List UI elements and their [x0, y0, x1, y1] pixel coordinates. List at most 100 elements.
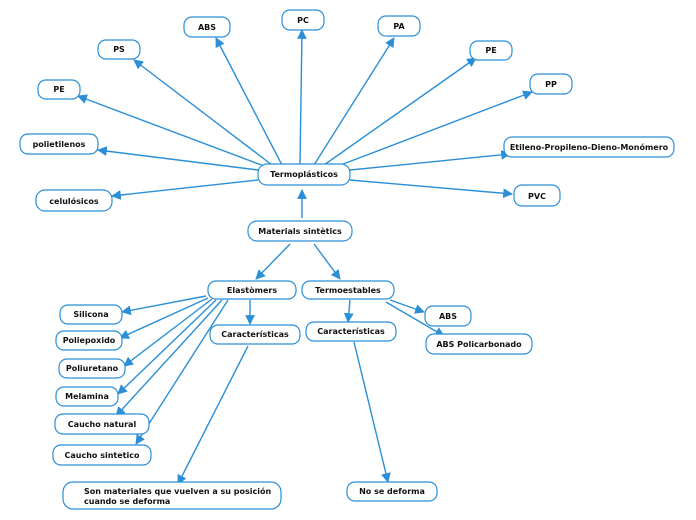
- node-root-box: [247, 220, 353, 242]
- node-pvc-label: PVC: [528, 192, 546, 201]
- node-termoplasticos-label: Termoplásticos: [270, 170, 338, 179]
- node-epdm[interactable]: Etileno-Propileno-Dieno-Monómero: [503, 136, 675, 158]
- node-root-label: Materials sintètics: [258, 226, 342, 236]
- node-pe-left-box: [37, 79, 81, 100]
- node-abs-top-box: [183, 16, 231, 38]
- node-celulosicos-box: [35, 189, 113, 212]
- edge-elast-poliuretano: [123, 298, 213, 367]
- node-poliepoxido-label: Poliepoxido: [63, 336, 116, 345]
- node-abs-right-label: ABS: [439, 312, 457, 321]
- node-elastomers[interactable]: Elastòmers: [207, 280, 297, 300]
- node-abs-right[interactable]: ABS: [424, 305, 472, 327]
- node-polietilenos[interactable]: polietilenos: [19, 133, 99, 155]
- node-pa-label: PA: [393, 22, 405, 31]
- node-ps[interactable]: PS: [97, 39, 141, 60]
- node-vuelven-posicion[interactable]: Son materiales que vuelven a su posición…: [62, 481, 282, 510]
- node-abs-policarbonado-box: [425, 333, 533, 355]
- node-abs-top-label: ABS: [198, 23, 216, 32]
- node-no-deforma-box: [346, 481, 438, 502]
- edge-elast-melamina: [117, 299, 217, 395]
- node-poliepoxido[interactable]: Poliepoxido: [55, 330, 123, 351]
- edge-termo-pe-left: [77, 94, 265, 167]
- node-termoplasticos[interactable]: Termoplásticos: [257, 163, 351, 186]
- node-caracteristicas-elastomers-box: [209, 324, 301, 345]
- node-caucho-sintetico[interactable]: Caucho sintetico: [52, 444, 152, 466]
- node-ps-box: [97, 39, 141, 60]
- edge-termo-abs: [215, 37, 283, 166]
- node-abs-policarbonado[interactable]: ABS Policarbonado: [425, 333, 533, 355]
- node-pa[interactable]: PA: [377, 15, 421, 37]
- node-silicona[interactable]: Silicona: [59, 304, 123, 325]
- node-pvc-box: [513, 184, 561, 207]
- node-root[interactable]: Materials sintètics: [247, 220, 353, 242]
- edge-termoest-abs: [389, 299, 425, 314]
- node-pc[interactable]: PC: [281, 9, 325, 31]
- edge-termo-ps: [133, 59, 273, 166]
- node-poliuretano[interactable]: Poliuretano: [58, 358, 126, 379]
- edge-elast-caucho-natural: [115, 299, 223, 417]
- node-pe-left[interactable]: PE: [37, 79, 81, 100]
- node-caucho-natural[interactable]: Caucho natural: [54, 413, 150, 435]
- node-polietilenos-box: [19, 133, 99, 155]
- node-epdm-label: Etileno-Propileno-Dieno-Monómero: [510, 142, 669, 152]
- edge-termo-pe-right: [323, 57, 477, 166]
- edge-termo-celulosicos: [111, 179, 259, 200]
- node-melamina[interactable]: Melamina: [55, 386, 119, 407]
- edge-elast-caucho-sintetico: [135, 299, 229, 445]
- node-pvc[interactable]: PVC: [513, 184, 561, 207]
- node-termoestables-box: [301, 280, 395, 300]
- node-silicona-label: Silicona: [73, 310, 108, 319]
- node-vuelven-posicion-line2: cuando se deforma: [84, 497, 170, 506]
- node-poliepoxido-box: [55, 330, 123, 351]
- edge-root-elastomers: [255, 243, 291, 280]
- node-elastomers-label: Elastòmers: [227, 285, 277, 295]
- node-poliuretano-box: [58, 358, 126, 379]
- node-pp-box: [529, 73, 573, 95]
- node-caucho-sintetico-box: [52, 444, 152, 466]
- node-caracteristicas-termoestables-box: [305, 321, 397, 342]
- edge-termo-pa: [313, 37, 395, 166]
- edge-elast-silicona: [121, 295, 207, 316]
- edge-termoest-caracteristicas: [343, 299, 354, 323]
- edge-root-termoestables: [313, 243, 341, 280]
- node-no-deforma[interactable]: No se deforma: [346, 481, 438, 502]
- connectors: [77, 29, 533, 485]
- node-elastomers-box: [207, 280, 297, 300]
- node-abs-top[interactable]: ABS: [183, 16, 231, 38]
- node-no-deforma-label: No se deforma: [359, 487, 425, 496]
- edge-caract-no-deforma: [353, 341, 391, 483]
- node-caracteristicas-termoestables[interactable]: Características: [305, 321, 397, 342]
- node-vuelven-posicion-box: [62, 481, 282, 510]
- edge-termo-pc: [296, 29, 307, 166]
- node-pe-left-label: PE: [53, 85, 64, 94]
- node-termoestables-label: Termoestables: [315, 286, 381, 295]
- node-pe-right[interactable]: PE: [469, 40, 513, 61]
- node-pa-box: [377, 15, 421, 37]
- edge-caract-vuelven: [177, 345, 249, 485]
- node-epdm-box: [503, 136, 675, 158]
- node-pp[interactable]: PP: [529, 73, 573, 95]
- node-caracteristicas-elastomers[interactable]: Características: [209, 324, 301, 345]
- node-abs-policarbonado-label: ABS Policarbonado: [436, 340, 522, 349]
- node-caracteristicas-elastomers-label: Características: [221, 330, 289, 339]
- node-pc-label: PC: [297, 16, 309, 25]
- node-ps-label: PS: [113, 45, 125, 54]
- node-termoplasticos-box: [257, 163, 351, 186]
- node-caucho-natural-label: Caucho natural: [68, 420, 137, 429]
- node-caucho-sintetico-label: Caucho sintetico: [65, 451, 140, 460]
- node-celulosicos-label: celulósicos: [49, 196, 99, 206]
- node-melamina-box: [55, 386, 119, 407]
- node-vuelven-posicion-line1: Son materiales que vuelven a su posición: [84, 486, 271, 496]
- edge-termo-pvc: [349, 179, 513, 199]
- node-poliuretano-label: Poliuretano: [66, 364, 119, 373]
- node-silicona-box: [59, 304, 123, 325]
- node-caucho-natural-box: [54, 413, 150, 435]
- node-termoestables[interactable]: Termoestables: [301, 280, 395, 300]
- node-melamina-label: Melamina: [65, 392, 109, 401]
- node-caracteristicas-termoestables-label: Características: [317, 327, 385, 336]
- node-celulosicos[interactable]: celulósicos: [35, 189, 113, 212]
- node-pc-box: [281, 9, 325, 31]
- node-pe-right-label: PE: [485, 46, 496, 55]
- edge-termoest-abs-policarbonado: [385, 301, 445, 337]
